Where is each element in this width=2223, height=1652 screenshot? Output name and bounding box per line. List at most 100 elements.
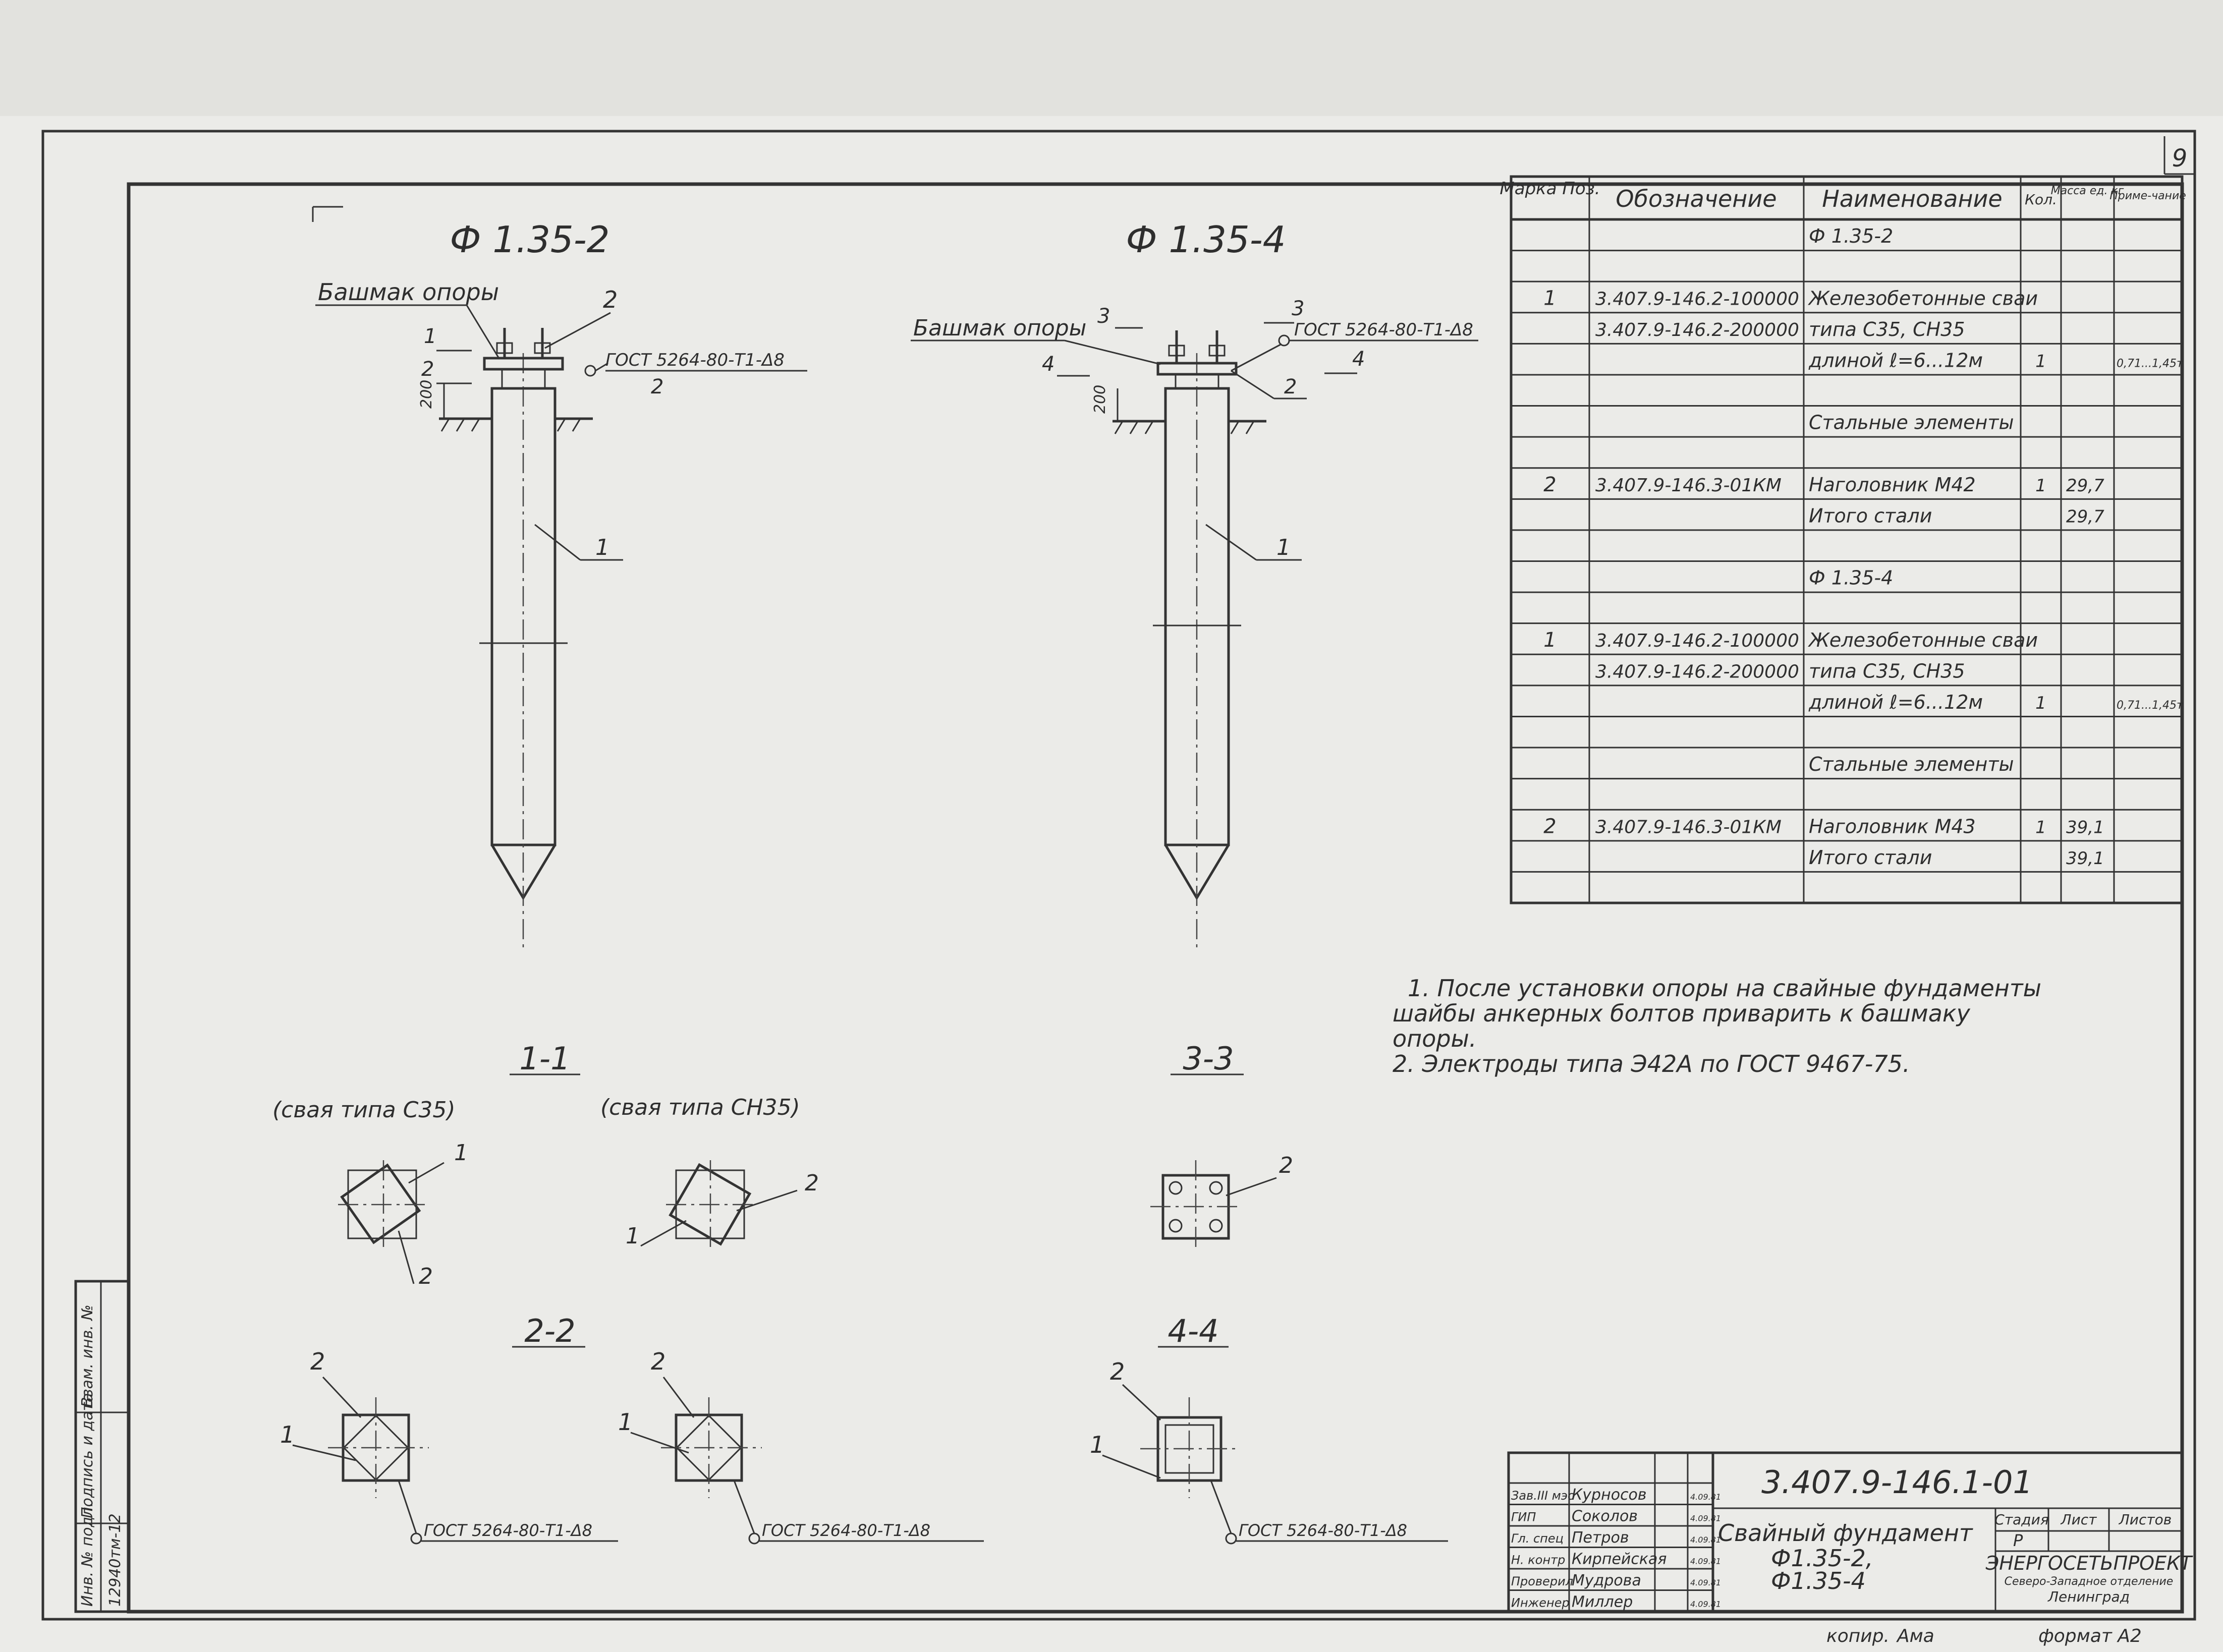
sec11-c35-leader-2 — [398, 1230, 415, 1284]
spec-cell-designation: 3.407.9-146.2-200000 — [1595, 661, 1799, 682]
tb-org-2: Северо-Западное отделение — [2005, 1575, 2174, 1588]
spec-cell-mass: 29,7 — [2066, 476, 2104, 496]
shoe-label-right: Башмак опоры — [913, 315, 1086, 341]
sec-mark-1-left: 1 — [424, 325, 436, 348]
sec22-right-pos2: 2 — [651, 1348, 665, 1375]
spec-cell-pos: 1 — [1543, 629, 1556, 652]
spec-cell-designation: 3.407.9-146.2-100000 — [1595, 289, 1799, 309]
sec22-left-pos1: 1 — [280, 1421, 295, 1448]
view-title-right: Ф 1.35-4 — [1126, 218, 1286, 261]
nut-right-1 — [1168, 345, 1185, 357]
view-f135-4: Ф 1.35-4 200 Башмак опоры 3 3 4 4 ГОСТ 5… — [911, 218, 1478, 948]
sec22-left-leader-2 — [322, 1376, 362, 1418]
side-inv-value: 12940тм-12 — [106, 1513, 124, 1607]
spec-cell-name: Стальные элементы — [1809, 753, 2014, 775]
section-1-1-ch35: (свая типа СН35) — [600, 1095, 800, 1120]
sec11-ch35-leader-2 — [736, 1189, 798, 1212]
sec-mark-4-left: 4 — [1042, 353, 1054, 376]
note-line-2: шайбы анкерных болтов приварить к башмак… — [1393, 1000, 1971, 1027]
side-sign-label: Подпись и дата — [79, 1393, 96, 1519]
spec-header-name: Наименование — [1822, 185, 2002, 212]
tb-sheet-label: Лист — [2061, 1511, 2097, 1528]
tb-person-role: ГИП — [1511, 1510, 1536, 1524]
spec-header-designation: Обозначение — [1616, 185, 1776, 212]
nut-left-2 — [534, 342, 551, 354]
weld-note-right: ГОСТ 5264-80-Т1-Δ8 — [1294, 320, 1473, 340]
tb-org-3: Ленинград — [2047, 1588, 2130, 1605]
sec33-bolt-3 — [1169, 1219, 1183, 1233]
spec-header-note: Приме-чание — [2109, 190, 2186, 202]
spec-cell-mass: 39,1 — [2066, 817, 2104, 837]
pos-2-leader-right — [1231, 370, 1274, 400]
spec-cell-name: Железобетонные сваи — [1808, 629, 2038, 651]
tb-person-name: Курносов — [1572, 1486, 1647, 1504]
spec-cell-qty: 1 — [2035, 476, 2046, 496]
sec33-leader-2 — [1226, 1177, 1277, 1197]
format-label: формат А2 — [2038, 1626, 2142, 1646]
sec44-pos1: 1 — [1090, 1431, 1104, 1458]
tb-person-role: Зав.III мэо — [1511, 1489, 1575, 1503]
spec-cell-name: Наголовник М42 — [1809, 474, 1976, 496]
spec-cell-pos: 2 — [1543, 815, 1556, 838]
spec-cell-name: Ф 1.35-2 — [1809, 225, 1893, 247]
pos-1-label-right: 1 — [1276, 535, 1291, 560]
shoe-label-left: Башмак опоры — [318, 278, 499, 306]
spec-cell-name: Железобетонные сваи — [1808, 287, 2038, 309]
tb-person-name: Соколов — [1572, 1508, 1638, 1525]
tb-sub1: Ф1.35-2, — [1771, 1545, 1873, 1572]
sheet-number: 9 — [2172, 144, 2188, 173]
view-f135-2: Ф 1.35-2 200 Башмак опоры 1 2 2 — [312, 206, 807, 948]
shoe-leader — [466, 305, 501, 360]
tb-person-role: Инженер — [1511, 1596, 1570, 1610]
sec22-right-leader-1 — [630, 1432, 689, 1454]
note-line-1: 1. После установки опоры на свайные фунд… — [1408, 975, 2041, 1002]
sec22-right-leader-2 — [662, 1377, 695, 1418]
sec11-ch35-pos1: 1 — [626, 1223, 640, 1249]
nut-left-1 — [496, 342, 513, 354]
spec-cell-note: 0,71...1,45т — [2117, 699, 2184, 712]
title-block-frame — [1507, 1451, 2184, 1613]
spec-cell-designation: 3.407.9-146.3-01КМ — [1595, 475, 1782, 496]
spec-cell-mass: 39,1 — [2066, 848, 2104, 869]
tb-person-role: Проверил — [1511, 1574, 1573, 1588]
spec-cell-name: Итого стали — [1809, 505, 1932, 527]
tb-stage-value: Р — [2013, 1531, 2023, 1550]
sec22-right-pile — [676, 1414, 742, 1481]
view-title-left: Ф 1.35-2 — [450, 218, 610, 261]
pos-1-label-left: 1 — [595, 535, 609, 560]
spec-cell-qty: 1 — [2035, 693, 2046, 713]
ground-hatch-right — [1114, 421, 1255, 434]
sec11-ch35-leader-1 — [640, 1220, 687, 1247]
sec22-right-pos1: 1 — [618, 1408, 633, 1436]
pos-2-leader-left — [544, 312, 611, 349]
sec22-right-weld-leader — [733, 1480, 755, 1534]
sec22-right-weld-note: ГОСТ 5264-80-Т1-Δ8 — [762, 1521, 930, 1540]
spec-frame — [1510, 175, 2184, 904]
sec-mark-2b-left: 2 — [651, 375, 663, 398]
cap-right — [1175, 373, 1219, 389]
tb-person-date: 4.09.81 — [1690, 1557, 1721, 1566]
tb-person-date: 4.09.81 — [1690, 1578, 1721, 1587]
notes-block: 1. После установки опоры на свайные фунд… — [1393, 975, 2041, 1077]
sec44-weld-leader — [1210, 1480, 1232, 1534]
weld-note-left: ГОСТ 5264-80-Т1-Δ8 — [605, 350, 785, 370]
sec11-c35-pos1: 1 — [454, 1140, 468, 1166]
sec44-pos2: 2 — [1110, 1358, 1125, 1385]
tb-doc-code: 3.407.9-146.1-01 — [1761, 1464, 2033, 1501]
sec-mark-3-left: 3 — [1097, 305, 1110, 328]
sec22-left-weld-leader — [398, 1480, 417, 1534]
spec-cell-designation: 3.407.9-146.3-01КМ — [1595, 817, 1782, 837]
tb-person-date: 4.09.81 — [1690, 1600, 1721, 1609]
spec-cell-name: типа С35, СН35 — [1809, 318, 1965, 340]
spec-cell-name: типа С35, СН35 — [1809, 660, 1965, 682]
dim-200-right: 200 — [1091, 385, 1109, 414]
spec-header-mass: Масса ед. кг — [2051, 185, 2124, 197]
tb-person-name: Петров — [1572, 1529, 1629, 1547]
side-stamp-frame — [74, 1280, 130, 1613]
sec11-ch35-pos2: 2 — [805, 1170, 819, 1196]
spec-cell-name: Наголовник М43 — [1809, 815, 1976, 837]
sec-mark-3-right: 3 — [1292, 297, 1304, 320]
tb-person-date: 4.09.81 — [1690, 1492, 1721, 1502]
